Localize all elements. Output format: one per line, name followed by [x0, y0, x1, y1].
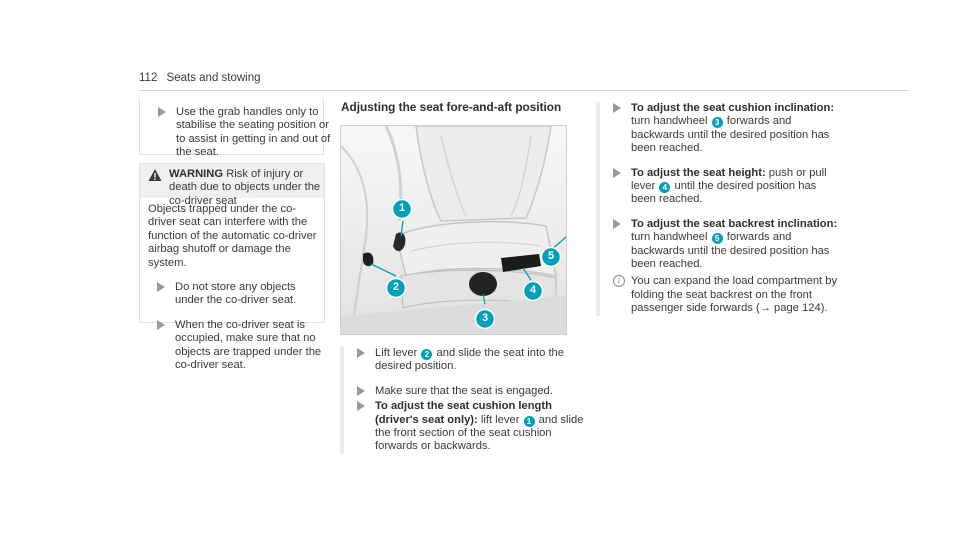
step-arrow-icon	[357, 348, 365, 358]
callout-1: 1	[391, 198, 413, 220]
callout-label: 3	[481, 312, 489, 324]
step-backrest-inclination: To adjust the seat backrest inclination:…	[613, 218, 841, 272]
callout-3: 3	[474, 308, 496, 330]
warning-headline-text: Risk of injury or death due to objects u…	[169, 168, 321, 207]
page-reference-link[interactable]: page 124	[774, 302, 821, 315]
step-arrow-icon	[613, 218, 621, 229]
callout-label: 1	[398, 202, 406, 214]
info-icon: i	[613, 275, 625, 288]
step-text: push or pull lever	[631, 166, 827, 193]
step-arrow-icon	[613, 103, 621, 113]
step-text: forwards and backwards until the desired…	[631, 231, 830, 271]
note-text: You can expand the load compartment by f…	[631, 275, 838, 315]
adjustment-steps: To adjust the seat cushion inclination: …	[596, 102, 845, 316]
step-text: turn handwheel	[631, 231, 708, 244]
step-text: Use the grab handles only to stabilise t…	[176, 106, 331, 159]
fore-aft-steps: Lift lever 2 and slide the seat into the…	[340, 347, 589, 454]
callout-label: 2	[392, 281, 400, 293]
page-header: 112 Seats and stowing	[139, 72, 261, 85]
step-text: and slide the front sec­tion of the seat…	[375, 413, 584, 453]
note-text: ).	[820, 302, 828, 315]
warning-header: WARNING Risk of injury or death due to o…	[140, 164, 324, 207]
header-divider	[139, 90, 909, 91]
step-heading: To adjust the seat cushion inclination:	[631, 102, 835, 114]
warning-step-1: Do not store any objects under the co­-d…	[157, 281, 323, 308]
step-text: Make sure that the seat is engaged.	[375, 384, 553, 397]
callout-2: 2	[385, 277, 407, 299]
grab-handle-step: Use the grab handles only to stabilise t…	[158, 106, 336, 160]
step-text: forwards and backwards until the desired…	[631, 115, 830, 155]
warning-label: WARNING	[169, 168, 224, 180]
step-arrow-icon	[357, 385, 365, 396]
step-text: Do not store any objects under the co­-d…	[175, 281, 297, 307]
callout-label: 5	[547, 250, 555, 262]
step-text: and slide the seat into the desired posi…	[375, 347, 565, 373]
section-title: Seats and stowing	[166, 72, 261, 84]
step-arrow-icon	[157, 282, 165, 293]
callout-badge-icon	[474, 308, 496, 330]
warning-step-2: When the co-driver seat is occupied, mak…	[157, 319, 323, 373]
callout-4: 4	[522, 280, 544, 302]
ref-badge-3: 3	[711, 117, 723, 129]
callout-badge-icon	[540, 246, 562, 268]
callout-badge-icon	[522, 280, 544, 302]
info-note: i You can expand the load compartment by…	[613, 275, 841, 315]
section-heading: Adjusting the seat fore-and-aft position	[341, 100, 562, 114]
step-seat-height: To adjust the seat height: push or pull …	[613, 167, 841, 207]
ref-badge-4: 4	[659, 182, 671, 194]
warning-triangle-icon	[148, 169, 162, 181]
step-cushion-length: To adjust the seat cushion length (drive…	[357, 400, 585, 454]
step-text: until the desired position has been reac…	[631, 180, 817, 206]
callout-badge-icon	[391, 198, 413, 220]
callout-badge-icon	[385, 277, 407, 299]
seat-illustration	[341, 126, 566, 334]
callout-label: 4	[529, 284, 537, 296]
step-arrow-icon	[157, 319, 165, 330]
callout-5: 5	[540, 246, 562, 268]
warning-body: Objects trapped under the co-driver seat…	[140, 198, 324, 372]
seat-controls-figure: 1 2 3 4 5	[340, 125, 567, 335]
step-text: turn handwheel	[631, 115, 708, 128]
warning-body-text: Objects trapped under the co-driver seat…	[148, 203, 317, 269]
grab-handle-box: Use the grab handles only to stabilise t…	[139, 98, 330, 158]
warning-box: WARNING Risk of injury or death due to o…	[139, 163, 325, 371]
step-cushion-inclination: To adjust the seat cushion inclination: …	[613, 102, 841, 156]
warning-headline: WARNING Risk of injury or death due to o…	[169, 168, 321, 208]
step-text: Lift lever	[375, 347, 418, 359]
step-text: lift lever	[480, 413, 520, 426]
step-engaged: Make sure that the seat is engaged.	[357, 385, 585, 398]
ref-badge-2: 2	[421, 349, 433, 360]
ref-badge-5: 5	[711, 233, 723, 245]
page-ref-arrow-icon: →	[759, 302, 771, 315]
step-heading: To adjust the seat cushion length (drive…	[375, 400, 552, 426]
step-lift-lever: Lift lever 2 and slide the seat into the…	[357, 347, 585, 374]
page-number: 112	[139, 72, 158, 84]
ref-badge-1: 1	[523, 415, 535, 427]
step-arrow-icon	[613, 167, 621, 178]
step-text: When the co-driver seat is occupied, mak…	[175, 318, 322, 372]
step-heading: To adjust the seat height:	[631, 166, 766, 179]
step-arrow-icon	[357, 401, 365, 412]
step-heading: To adjust the seat backrest inclination:	[631, 217, 838, 230]
step-arrow-icon	[158, 107, 166, 117]
